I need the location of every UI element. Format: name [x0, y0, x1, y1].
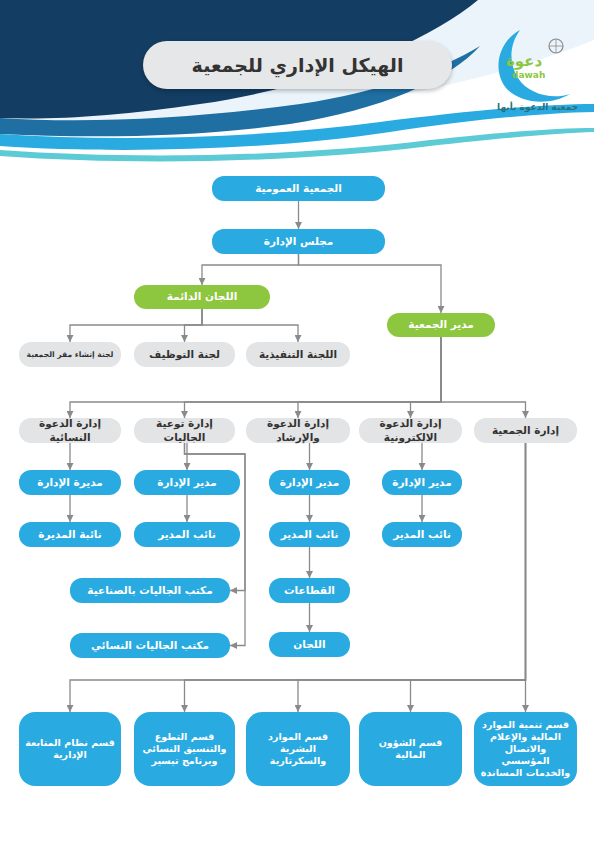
connector-line — [421, 443, 422, 470]
department-box: قسم الموارد البشرية والسكرتارية — [246, 712, 350, 786]
connector-line — [441, 337, 526, 418]
box-label: لجنة إنشاء مقر الجمعية — [27, 350, 114, 359]
box-label: إدارة توعية الجاليات — [138, 417, 231, 443]
box-label: اللجان الدائمة — [167, 290, 238, 303]
box-label: مجلس الإدارة — [264, 235, 334, 248]
org-box: إدارة الدعوة والإرشاد — [246, 418, 350, 443]
org-box: اللجان الدائمة — [134, 285, 270, 309]
box-label: الجمعية العمومية — [255, 182, 342, 195]
box-label: قسم تنمية الموارد المالية والإعلام والات… — [480, 719, 571, 779]
box-label: مكتب الجاليات بالصناعية — [87, 584, 212, 597]
org-box: مجلس الإدارة — [212, 229, 385, 254]
box-label: إدارة الدعوة والإرشاد — [250, 417, 346, 443]
connector-line — [185, 443, 246, 591]
connector-line — [299, 254, 442, 313]
box-label: اللجنة التنفيذية — [259, 348, 337, 361]
header-teal-line — [0, 128, 594, 161]
box-label: نائب المدير — [393, 528, 451, 541]
title-pill: الهيكل الإداري للجمعية — [143, 41, 452, 89]
org-box: إدارة الدعوة الالكترونية — [359, 418, 462, 443]
box-label: نائب المدير — [158, 528, 216, 541]
connector-line — [298, 201, 299, 229]
org-box: الجمعية العمومية — [212, 176, 385, 201]
box-label: مدير الجمعية — [408, 318, 473, 331]
org-box: اللجان — [269, 632, 350, 657]
org-box: نائبة المديرة — [19, 522, 121, 547]
box-label: مديرة الإدارة — [37, 476, 103, 489]
box-label: إدارة الجمعية — [492, 424, 559, 437]
org-box: لجنة إنشاء مقر الجمعية — [19, 342, 121, 367]
org-box: مديرة الإدارة — [19, 470, 121, 495]
department-box: قسم التطوع والتنسيق النسائي وبرنامج تيسي… — [134, 712, 235, 786]
box-label: إدارة الدعوة الالكترونية — [363, 417, 458, 443]
org-box: اللجنة التنفيذية — [246, 342, 350, 367]
org-box: نائب المدير — [269, 522, 350, 547]
org-box: إدارة الدعوة النسائية — [19, 418, 121, 443]
box-label: مدير الإدارة — [392, 476, 451, 489]
org-box: إدارة الجمعية — [474, 418, 577, 443]
org-box: مكتب الجاليات بالصناعية — [70, 578, 230, 603]
logo-text: دعوة — [506, 52, 542, 70]
header-navy-shape — [0, 0, 478, 118]
department-box: قسم تنمية الموارد المالية والإعلام والات… — [474, 712, 577, 786]
logo-globe — [549, 39, 563, 53]
box-label: إدارة الدعوة النسائية — [23, 417, 117, 443]
box-label: قسم الموارد البشرية والسكرتارية — [252, 731, 344, 767]
connector-line — [411, 337, 442, 418]
department-box: قسم نظام المتابعة الإدارية — [19, 712, 121, 786]
box-label: نائبة المديرة — [38, 528, 101, 541]
logo-text: dawah — [512, 70, 545, 80]
logo-text: جمعية الدعوة بأبها — [497, 102, 578, 112]
connector-line — [70, 443, 526, 712]
connector-line — [309, 547, 310, 578]
org-box: نائب المدير — [382, 522, 462, 547]
connector-line — [69, 495, 70, 522]
box-label: القطاعات — [284, 584, 335, 597]
box-label: مدير الإدارة — [280, 476, 339, 489]
box-label: اللجان — [293, 638, 325, 651]
box-label: نائب المدير — [281, 528, 339, 541]
box-label: لجنة التوظيف — [149, 348, 220, 361]
connector-line — [202, 309, 298, 342]
connector-line — [186, 443, 187, 470]
connector-line — [70, 337, 441, 418]
connector-line — [70, 309, 202, 342]
org-box: لجنة التوظيف — [134, 342, 235, 367]
connector-line — [186, 495, 187, 522]
org-box: مدير الإدارة — [382, 470, 462, 495]
box-label: قسم التطوع والتنسيق النسائي وبرنامج تيسي… — [140, 731, 229, 767]
org-box: مكتب الجاليات النسائي — [70, 633, 230, 658]
org-box: مدير الجمعية — [387, 313, 495, 337]
connector-line — [309, 603, 310, 632]
org-box: مدير الإدارة — [134, 470, 240, 495]
box-label: قسم الشؤون المالية — [365, 737, 456, 761]
connector-line — [309, 495, 310, 522]
box-label: مكتب الجاليات النسائي — [91, 639, 209, 652]
org-box: إدارة توعية الجاليات — [134, 418, 235, 443]
logo-crescent — [498, 30, 570, 102]
logo-globe-lines — [549, 39, 563, 53]
connector-line — [309, 443, 310, 470]
box-label: قسم نظام المتابعة الإدارية — [25, 737, 115, 761]
connector-line — [202, 254, 299, 285]
connector-line — [69, 443, 70, 470]
box-label: مدير الإدارة — [157, 476, 216, 489]
org-box: القطاعات — [269, 578, 350, 603]
org-box: مدير الإدارة — [269, 470, 350, 495]
department-box: قسم الشؤون المالية — [359, 712, 462, 786]
chart-title: الهيكل الإداري للجمعية — [192, 54, 404, 76]
org-box: نائب المدير — [134, 522, 240, 547]
connector-line — [421, 495, 422, 522]
